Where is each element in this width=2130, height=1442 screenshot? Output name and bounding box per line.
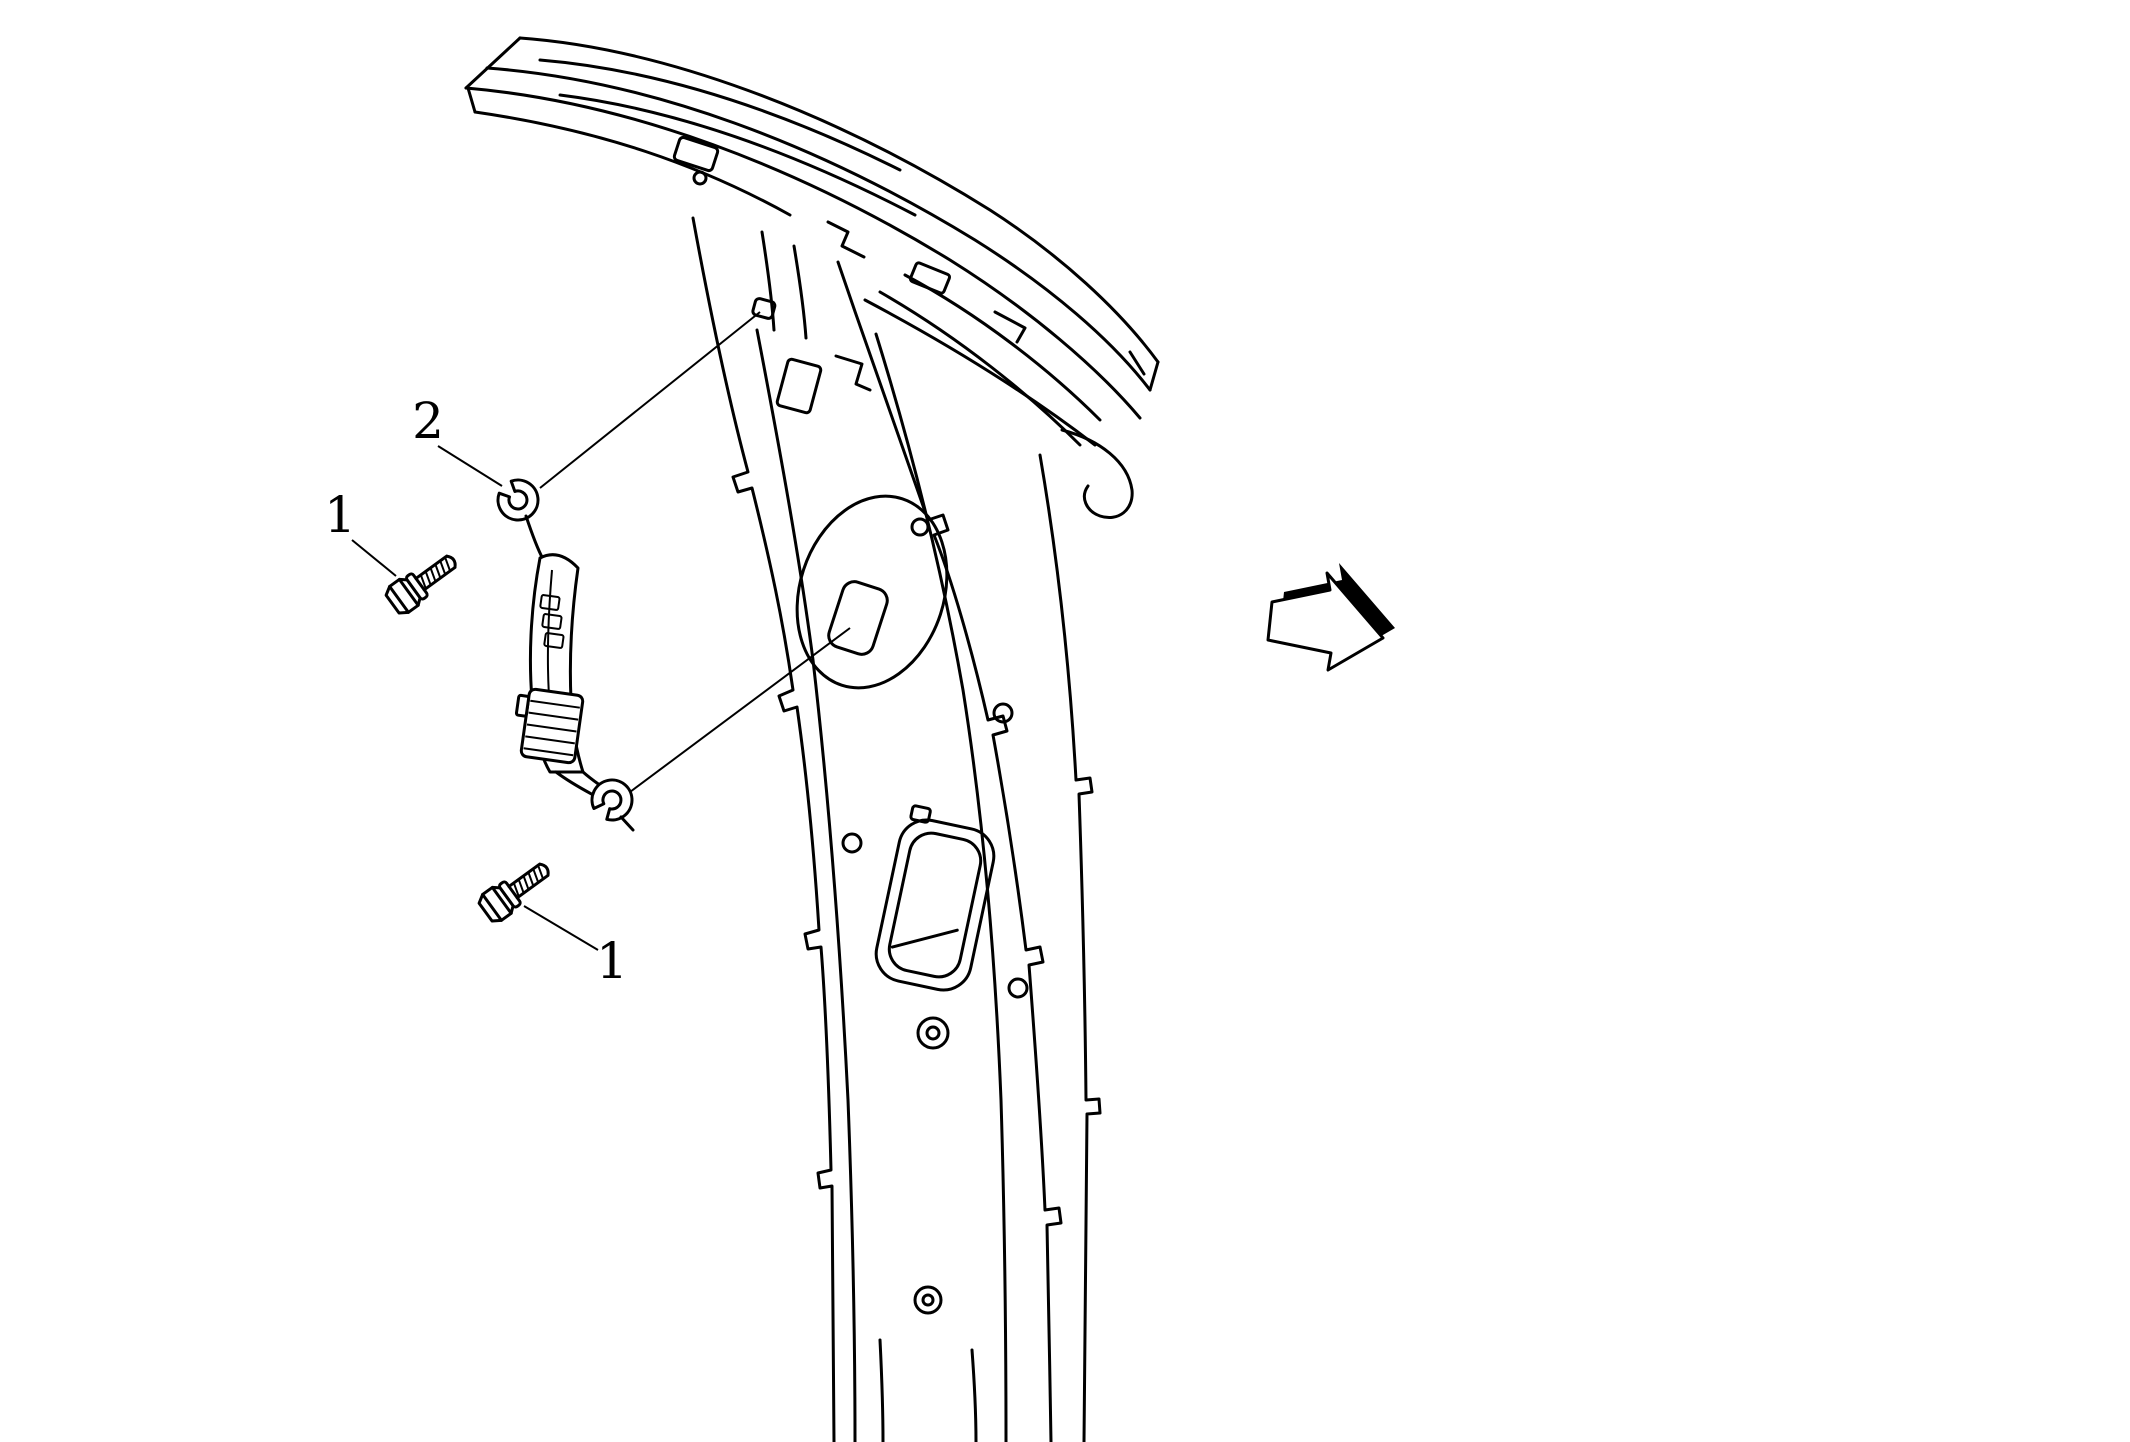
rail-hook-flange [1060,428,1134,519]
callout-1-upper: 1 [324,486,356,544]
pillar-oval-opening [795,494,949,690]
bracket-assembly [496,478,635,832]
lower-mount-slot [827,580,889,656]
upper-washer-hook [496,478,540,522]
callout-2: 2 [412,392,444,450]
direction-arrow-icon [1266,563,1395,672]
pillar-lower-opening [874,804,996,992]
bracket-connector [514,687,585,765]
rail-hole [672,135,720,173]
leader-lines [351,311,851,951]
callout-1-lower: 1 [596,932,628,990]
upper-mount-hole [751,297,777,320]
roof-rail-structure [464,36,1160,519]
bolt-lower [474,853,558,927]
lower-washer-hook [590,778,634,822]
center-pillar [691,216,1102,1442]
bolt-upper [381,545,465,619]
